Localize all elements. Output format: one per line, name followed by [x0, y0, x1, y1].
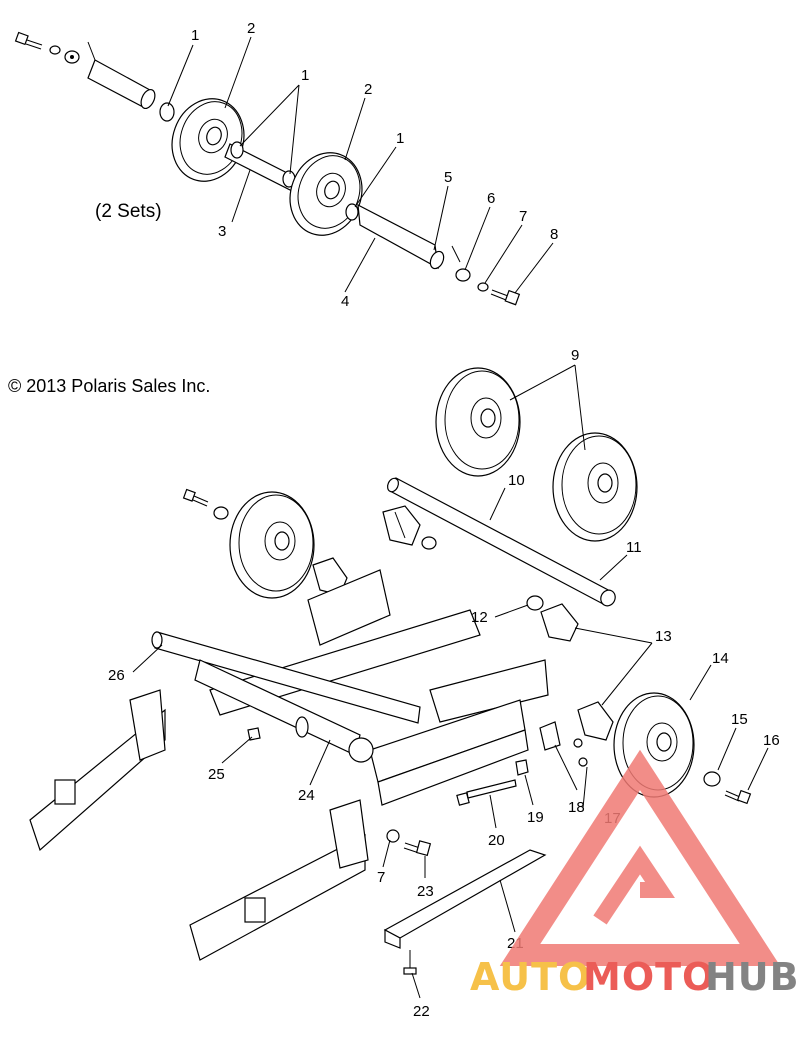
- idler-wheel-9-left: [435, 367, 521, 477]
- callout-11: 11: [626, 539, 642, 556]
- left-rail-upper: [29, 689, 166, 852]
- wheel-hub-upper: [382, 505, 421, 546]
- washer-top-right-2: [477, 282, 489, 292]
- callout-20: 20: [488, 832, 505, 849]
- copyright-notice: © 2013 Polaris Sales Inc.: [8, 376, 210, 396]
- bolt-top-left: [14, 31, 43, 50]
- watermark-part-hub: HUB: [705, 955, 800, 999]
- idler-wheel-9-right: [552, 432, 638, 542]
- callout-8: 8: [550, 226, 558, 243]
- callout-7-a: 7: [519, 208, 527, 225]
- callout-9: 9: [571, 347, 579, 364]
- spacer-tube: [87, 59, 156, 110]
- bolt-23: [403, 840, 432, 857]
- bracket-18: [539, 721, 561, 751]
- callout-1-b: 1: [301, 67, 309, 84]
- nut-25: [247, 727, 261, 741]
- watermark-part-auto: AUTO: [470, 955, 591, 999]
- wheel-hub-13-lower: [577, 701, 614, 741]
- leader-lines-top: [167, 36, 554, 294]
- callout-6: 6: [487, 190, 495, 207]
- o-ring-upper: [421, 536, 437, 550]
- spacer-ring-1: [159, 102, 175, 122]
- bolt-16: [724, 789, 752, 805]
- idler-wheel-top-2: [289, 152, 363, 236]
- washer-wheel-left: [213, 506, 229, 520]
- idler-wheel-top-1: [171, 98, 245, 182]
- callout-5: 5: [444, 169, 452, 186]
- callout-7-b: 7: [377, 869, 385, 886]
- callout-12: 12: [471, 609, 488, 626]
- suspension-frame: [209, 569, 549, 806]
- watermark-part-moto: MOTO: [583, 955, 715, 999]
- cross-shafts: [151, 631, 421, 763]
- callout-2-b: 2: [364, 81, 372, 98]
- nut-19: [515, 759, 529, 776]
- washer-7-lower: [386, 829, 400, 843]
- callout-labels: 1 2 1 2 1 3 4 5 6 7 8 9 10 11 12 13 14 1…: [108, 20, 780, 1020]
- leader-lines-lower: [132, 364, 769, 999]
- long-axle: [357, 203, 439, 270]
- nut-17a: [573, 738, 583, 748]
- o-ring-12: [526, 595, 544, 611]
- logo-triangle: [499, 749, 781, 966]
- screw-22: [403, 950, 417, 975]
- automotohub-watermark-logo: AUTO MOTO HUB: [470, 749, 800, 999]
- callout-1-a: 1: [191, 27, 199, 44]
- spacer-ring-4: [345, 203, 359, 221]
- callout-22: 22: [413, 1003, 430, 1020]
- washer-15: [703, 771, 721, 787]
- washer-top-left-1: [49, 45, 61, 55]
- logo-inner-mark: [593, 845, 675, 925]
- callout-26: 26: [108, 667, 125, 684]
- callout-1-c: 1: [396, 130, 404, 147]
- callout-15: 15: [731, 711, 748, 728]
- nut-17b: [578, 757, 588, 767]
- callout-3: 3: [218, 223, 226, 240]
- sets-note: (2 Sets): [95, 201, 162, 222]
- callout-25: 25: [208, 766, 225, 783]
- callout-2-a: 2: [247, 20, 255, 37]
- callout-14: 14: [712, 650, 729, 667]
- callout-24: 24: [298, 787, 315, 804]
- left-rail-lower: [189, 799, 369, 961]
- callout-18: 18: [568, 799, 585, 816]
- wheel-axle-10: [386, 477, 616, 607]
- idler-wheel-lower-left: [229, 491, 315, 599]
- callout-16: 16: [763, 732, 780, 749]
- wear-slide-21: [383, 849, 547, 949]
- bolt-wheel-left: [182, 488, 209, 507]
- bolt-20: [456, 779, 517, 806]
- callout-23: 23: [417, 883, 434, 900]
- callout-10: 10: [508, 472, 525, 489]
- bolt-top-right: [490, 289, 521, 306]
- callout-4: 4: [341, 293, 349, 310]
- callout-19: 19: [527, 809, 544, 826]
- wheel-hub-13-upper: [540, 603, 579, 642]
- washer-top-right-1: [455, 268, 471, 282]
- top-idler-assembly: [14, 31, 521, 306]
- callout-13: 13: [655, 628, 672, 645]
